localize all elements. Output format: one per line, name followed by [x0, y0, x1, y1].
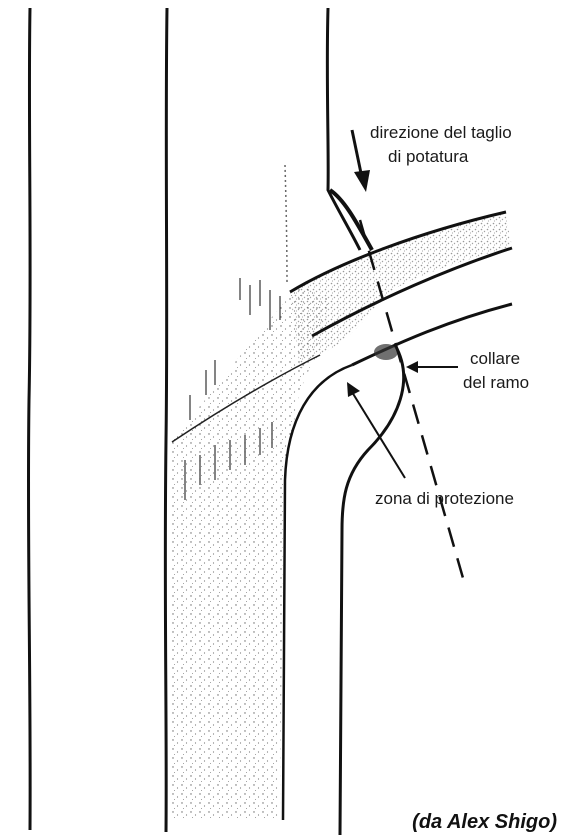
credit-caption: (da Alex Shigo)	[412, 811, 557, 834]
collar-label-line1: collare	[470, 348, 520, 369]
dotted-branch-bark-line	[285, 165, 287, 285]
cut-direction-label-line1: direzione del taglio	[370, 122, 512, 143]
trunk-center-line	[165, 8, 167, 832]
cut-direction-arrow-shaft	[352, 130, 362, 178]
trunk-left-edge	[28, 8, 30, 830]
collar-label-line2: del ramo	[463, 372, 529, 393]
cut-direction-arrowhead	[354, 170, 370, 192]
collar-s-curve	[340, 345, 404, 835]
cut-direction-label-line2: di potatura	[388, 146, 468, 167]
collar-arrowhead	[406, 361, 418, 373]
branch-bark-ridge	[330, 190, 372, 250]
stem-stipple	[170, 390, 300, 820]
protection-zone-label: zona di protezione	[375, 488, 514, 509]
collar-bulge	[374, 344, 398, 360]
trunk-right-edge	[327, 8, 360, 250]
